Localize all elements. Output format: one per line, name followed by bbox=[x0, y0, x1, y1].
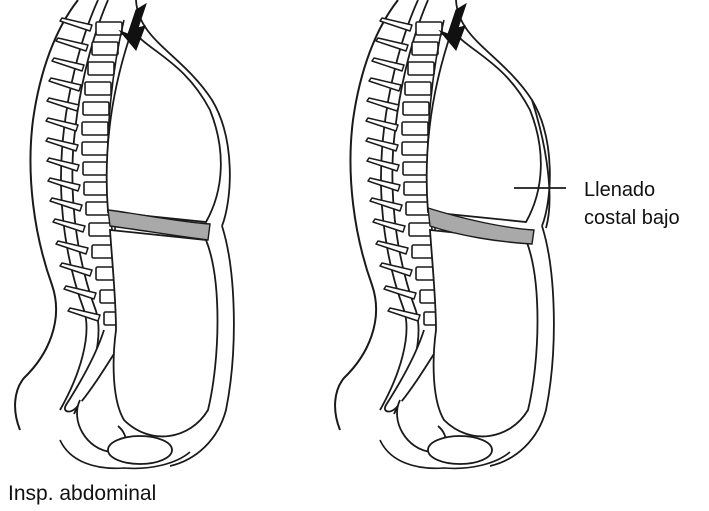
caption: Insp. abdominal bbox=[8, 482, 156, 505]
figure-left bbox=[15, 0, 234, 468]
figure-right bbox=[335, 0, 554, 468]
annotation-line2: costal bajo bbox=[584, 207, 680, 229]
annotation-line1: Llenado bbox=[584, 179, 655, 201]
